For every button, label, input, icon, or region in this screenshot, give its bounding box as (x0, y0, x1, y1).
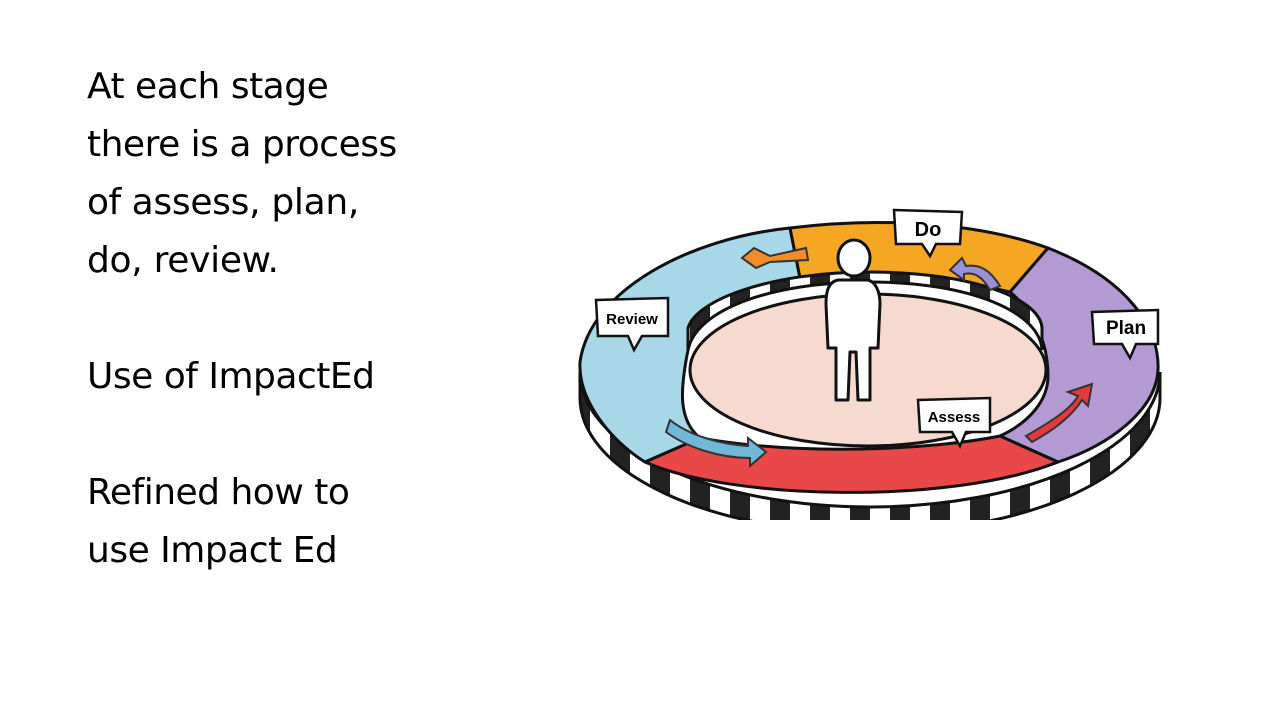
callout-plan: Plan (1090, 308, 1160, 361)
refined-line-2: use Impact Ed (87, 530, 338, 571)
text-line-4: do, review. (87, 240, 279, 281)
label-do: Do (915, 219, 942, 241)
text-line-1: At each stage (87, 66, 329, 107)
text-line-3: of assess, plan, (87, 174, 507, 232)
arrow-plan (1024, 382, 1094, 444)
person-head (836, 238, 872, 278)
label-review: Review (606, 311, 658, 328)
arrow-do-left (740, 246, 810, 270)
arrow-review (664, 418, 768, 469)
refined-line-1: Refined how to (87, 472, 350, 513)
ring-outer-side (578, 371, 1162, 520)
label-plan: Plan (1106, 318, 1146, 339)
callout-review: Review (594, 296, 670, 353)
callout-assess: Assess (916, 396, 992, 449)
inner-wall (686, 270, 1044, 351)
person-figure (824, 238, 882, 402)
use-of-impacted: Use of ImpactEd (87, 356, 375, 397)
cycle-diagram: Do Plan Assess Review (578, 208, 1162, 520)
person-body (824, 278, 882, 402)
slide-text: At each stage there is a process of asse… (87, 58, 507, 580)
cycle-arrows (664, 246, 1094, 469)
arrow-do-right (948, 256, 1002, 292)
text-line-3-prefix: of (87, 182, 132, 223)
text-line-2: there is a process (87, 124, 397, 165)
label-assess: Assess (928, 409, 981, 426)
callout-do: Do (892, 208, 964, 259)
text-line-3-emphasis: assess, plan, (131, 182, 360, 223)
